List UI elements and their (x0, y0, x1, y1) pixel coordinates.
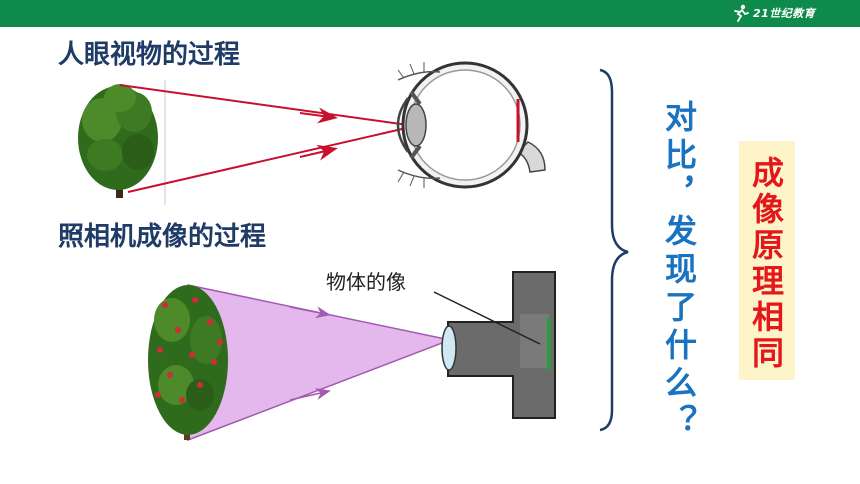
answer-text: 成像原理相同 (747, 156, 785, 372)
camera-label-pointer (433, 291, 541, 345)
runner-logo-icon (734, 4, 749, 22)
heading-eye-process: 人眼视物的过程 (58, 40, 241, 70)
top-bar: 21世纪教育 (0, 0, 860, 27)
brand-name: 21世纪教育 (753, 7, 816, 20)
image-label: 物体的像 (326, 270, 406, 294)
question-text: 对比，发现了什么？ (660, 100, 698, 442)
curly-brace (599, 68, 629, 432)
brand-logo: 21世纪教育 (732, 3, 815, 23)
heading-camera-process: 照相机成像的过程 (58, 222, 267, 252)
camera-body-icon (441, 271, 556, 419)
tree-top-icon (78, 80, 166, 205)
answer-box (739, 141, 795, 380)
eye-icon (396, 61, 546, 189)
tree-bottom-icon (148, 285, 228, 440)
